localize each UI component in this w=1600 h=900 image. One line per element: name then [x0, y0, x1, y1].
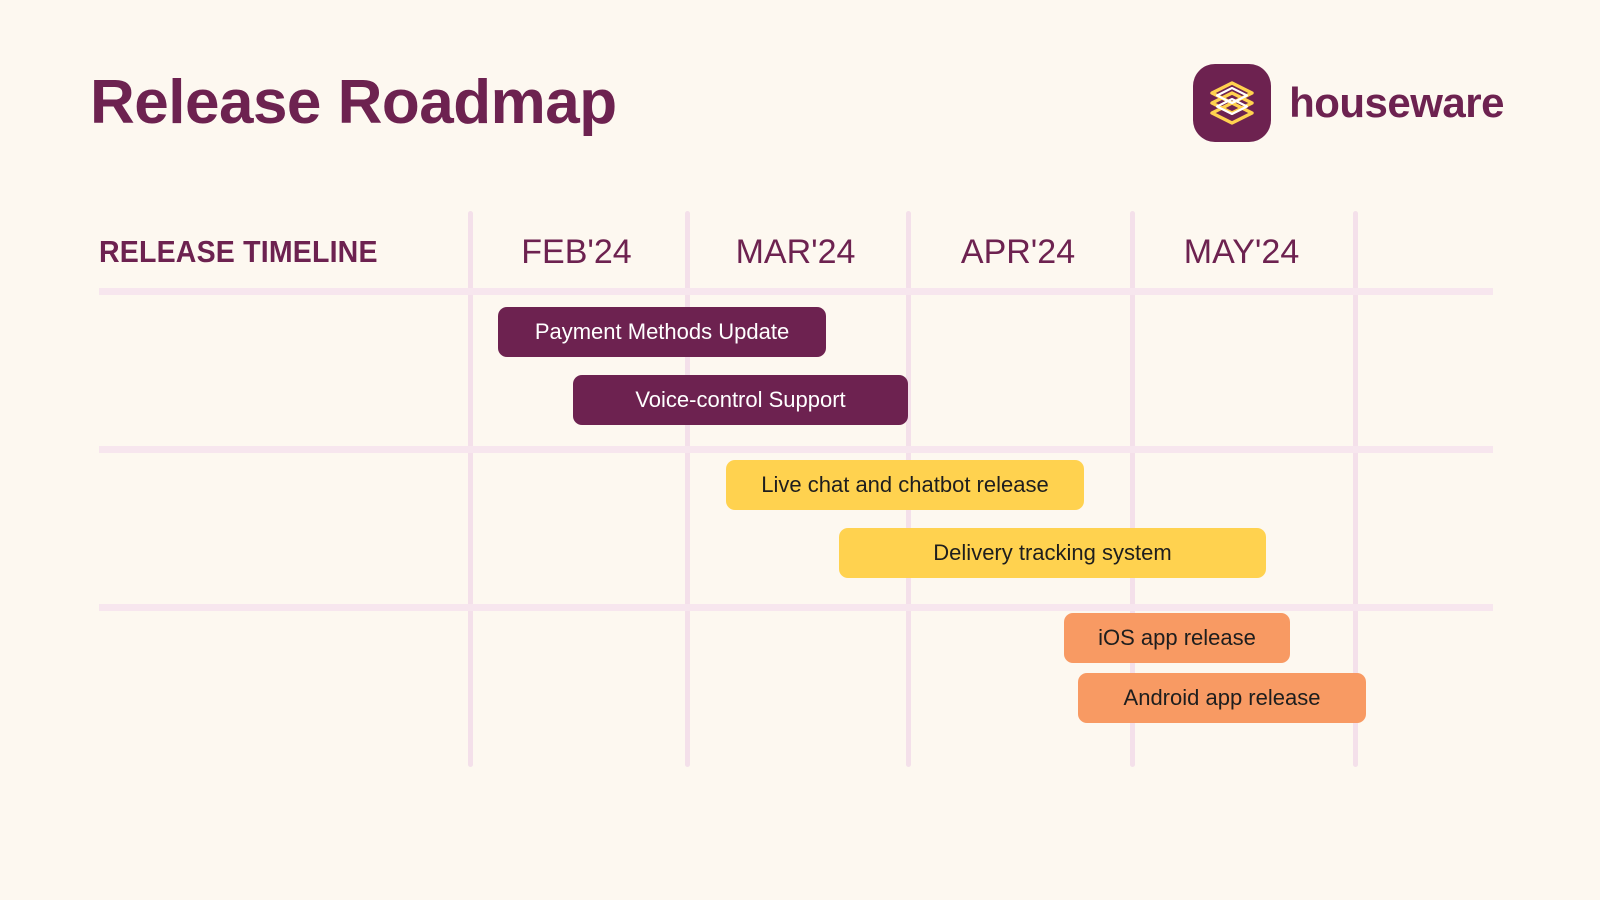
houseware-logo-icon: [1193, 64, 1272, 142]
task-bar-android-app-release[interactable]: Android app release: [1078, 673, 1366, 723]
grid-hline: [99, 604, 1493, 611]
page-title: Release Roadmap: [90, 68, 617, 137]
timeline-month-may: MAY'24: [1183, 233, 1300, 271]
brand-lockup: houseware: [1193, 64, 1504, 142]
grid-vline: [685, 211, 690, 767]
task-bar-delivery-tracking-system[interactable]: Delivery tracking system: [839, 528, 1266, 578]
grid-hline: [99, 288, 1493, 295]
task-bar-voice-control-support[interactable]: Voice-control Support: [573, 375, 908, 425]
brand-wordmark: houseware: [1289, 79, 1504, 126]
grid-vline: [468, 211, 473, 767]
timeline-row-label: RELEASE TIMELINE: [99, 234, 378, 269]
timeline-header-row: RELEASE TIMELINE FEB'24 MAR'24 APR'24 MA…: [0, 224, 1600, 280]
timeline-month-apr: APR'24: [960, 233, 1076, 271]
timeline-month-mar: MAR'24: [735, 233, 856, 271]
grid-hline: [99, 446, 1493, 453]
grid-vline: [1353, 211, 1358, 767]
task-bar-live-chat-and-chatbot-release[interactable]: Live chat and chatbot release: [726, 460, 1084, 510]
task-bar-payment-methods-update[interactable]: Payment Methods Update: [498, 307, 826, 357]
timeline-month-feb: FEB'24: [521, 233, 632, 271]
task-bar-ios-app-release[interactable]: iOS app release: [1064, 613, 1290, 663]
grid-vline: [1130, 211, 1135, 767]
